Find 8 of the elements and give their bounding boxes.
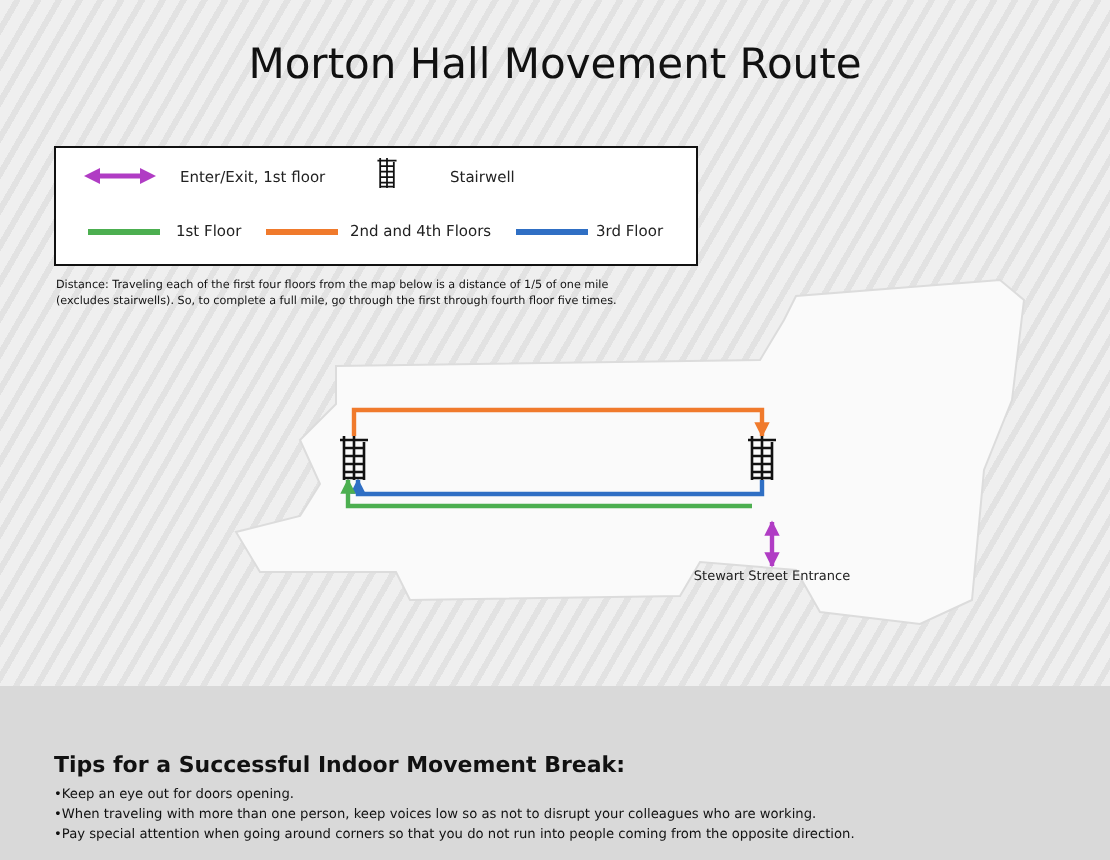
route-arrow xyxy=(350,478,765,497)
route-arrow xyxy=(340,478,752,509)
route-arrow xyxy=(764,520,780,568)
route-arrow xyxy=(351,407,770,438)
tips-heading: Tips for a Successful Indoor Movement Break: xyxy=(54,752,625,778)
stairwell-icon xyxy=(340,436,368,480)
title: Morton Hall Movement Route xyxy=(246,40,864,88)
stairwell-icon xyxy=(748,436,776,480)
